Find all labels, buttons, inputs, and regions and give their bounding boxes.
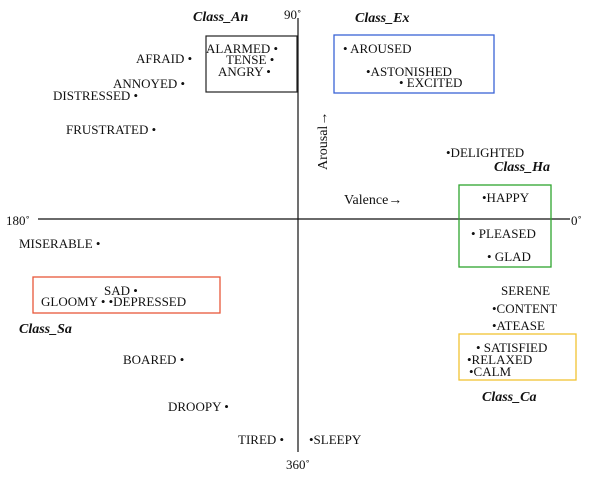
emotion-gloomy-depressed: GLOOMY • •DEPRESSED — [41, 294, 186, 309]
emotion-aroused: • AROUSED — [343, 41, 411, 56]
emotion-tense: TENSE • — [226, 52, 274, 67]
emotion-satisfied: • SATISFIED — [476, 340, 547, 355]
emotion-frustrated: FRUSTRATED • — [66, 122, 156, 137]
class-an-box — [205, 35, 298, 93]
class-ha-label: Class_Ha — [494, 160, 550, 175]
emotion-relaxed: •RELAXED — [467, 352, 532, 367]
emotion-droopy: DROOPY • — [168, 399, 229, 414]
arousal-axis-label: Arousal→ — [316, 112, 331, 170]
emotion-glad: • GLAD — [487, 249, 531, 264]
class-ha-box — [458, 184, 552, 268]
emotion-excited: • EXCITED — [399, 75, 462, 90]
emotion-happy: •HAPPY — [482, 190, 530, 205]
class-ca-box — [458, 333, 577, 381]
emotion-miserable: MISERABLE • — [19, 236, 100, 251]
emotion-sleepy: •SLEEPY — [309, 432, 362, 447]
emotion-pleased: • PLEASED — [471, 226, 536, 241]
class-an-label: Class_An — [193, 10, 248, 25]
valence-axis-label: Valence→ — [344, 193, 402, 208]
class-sa-label: Class_Sa — [19, 322, 72, 337]
emotion-sad: SAD • — [104, 283, 138, 298]
angle-label-right: 0˚ — [571, 213, 582, 228]
emotion-astonished: •ASTONISHED — [366, 64, 452, 79]
angle-label-left: 180˚ — [6, 213, 30, 228]
emotion-calm: •CALM — [469, 364, 512, 379]
emotion-delighted: •DELIGHTED — [446, 145, 524, 160]
class-sa-box — [32, 276, 221, 314]
class-ca-label: Class_Ca — [482, 390, 536, 405]
class-ex-label: Class_Ex — [355, 11, 409, 26]
angle-label-top: 90˚ — [284, 7, 301, 22]
emotion-boared: BOARED • — [123, 352, 184, 367]
emotion-annoyed: ANNOYED • — [113, 76, 185, 91]
class-ex-box — [333, 34, 495, 94]
emotion-content: •CONTENT — [492, 301, 557, 316]
emotion-alarmed: ALARMED • — [206, 41, 278, 56]
emotion-afraid: AFRAID • — [136, 51, 192, 66]
emotion-distressed: DISTRESSED • — [53, 88, 138, 103]
emotion-serene: SERENE — [501, 283, 550, 298]
emotion-atease: •ATEASE — [492, 318, 545, 333]
emotion-tired: TIRED • — [238, 432, 284, 447]
angle-label-bottom: 360˚ — [286, 457, 310, 472]
emotion-angry: ANGRY • — [218, 64, 271, 79]
